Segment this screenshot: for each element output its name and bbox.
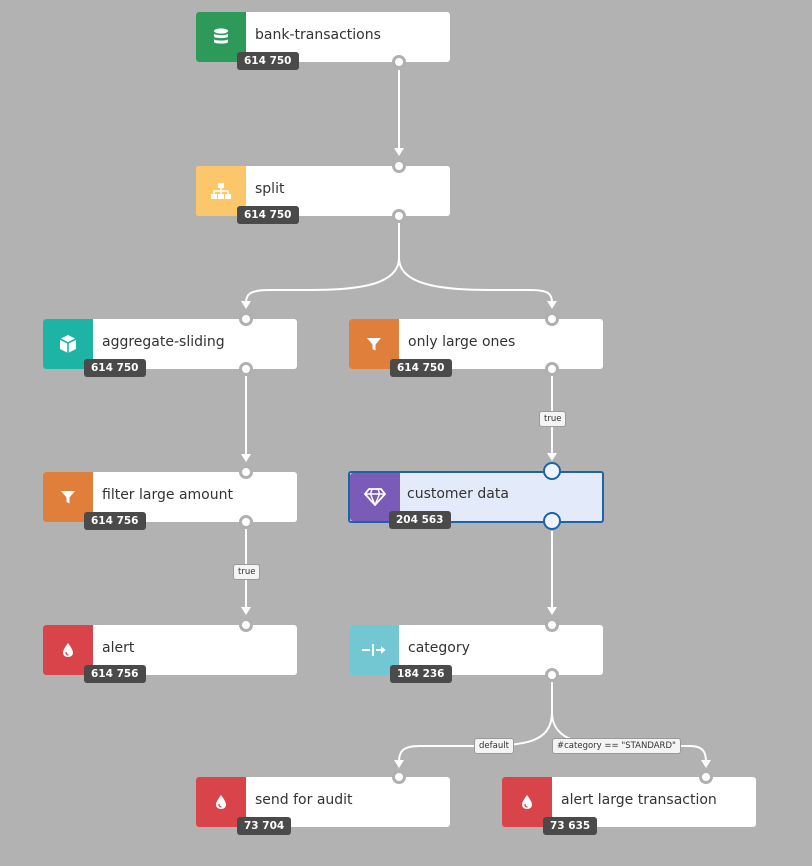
output-port[interactable] xyxy=(239,515,253,529)
filter-icon xyxy=(60,489,76,505)
node-count-badge: 73 704 xyxy=(237,817,292,835)
arrowhead xyxy=(547,453,557,461)
node-bank-transactions[interactable]: bank-transactions 614 750 xyxy=(196,12,450,70)
node-count-badge: 73 635 xyxy=(543,817,598,835)
database-icon xyxy=(212,27,230,47)
drop-icon xyxy=(521,794,533,810)
arrowhead xyxy=(241,454,251,462)
node-label: alert large transaction xyxy=(561,792,717,808)
node-aggregate-sliding[interactable]: aggregate-sliding 614 750 xyxy=(43,312,297,377)
output-port[interactable] xyxy=(545,668,559,682)
node-customer-data[interactable]: customer data 204 563 xyxy=(348,462,604,530)
input-port[interactable] xyxy=(545,618,559,632)
node-count-badge: 614 750 xyxy=(237,206,299,224)
arrowhead xyxy=(394,760,404,768)
edge-label-true[interactable]: true xyxy=(539,411,567,427)
node-label: aggregate-sliding xyxy=(102,334,225,350)
edge-label-default[interactable]: default xyxy=(474,738,514,754)
input-port[interactable] xyxy=(699,770,713,784)
arrowhead xyxy=(701,760,711,768)
output-port[interactable] xyxy=(543,512,561,530)
switch-arrow-icon xyxy=(361,643,387,657)
node-label: filter large amount xyxy=(102,487,233,503)
node-label: only large ones xyxy=(408,334,516,350)
node-count-badge: 614 750 xyxy=(390,359,452,377)
input-port[interactable] xyxy=(239,465,253,479)
input-port[interactable] xyxy=(392,159,406,173)
drop-icon xyxy=(62,642,74,658)
node-send-for-audit[interactable]: send for audit 73 704 xyxy=(196,770,450,835)
edge-split-to-only-large xyxy=(398,257,553,304)
node-alert[interactable]: alert 614 756 xyxy=(43,618,297,683)
edge-category-to-alert-large xyxy=(551,711,707,763)
output-port[interactable] xyxy=(392,55,406,69)
node-label: send for audit xyxy=(255,792,353,808)
arrowhead xyxy=(241,607,251,615)
node-label: split xyxy=(255,181,285,197)
arrowhead xyxy=(241,301,251,309)
output-port[interactable] xyxy=(239,362,253,376)
cube-icon xyxy=(59,334,77,354)
input-port[interactable] xyxy=(545,312,559,326)
drop-icon xyxy=(215,794,227,810)
output-port[interactable] xyxy=(545,362,559,376)
node-count-badge: 614 750 xyxy=(84,359,146,377)
node-count-badge: 614 756 xyxy=(84,512,146,530)
arrowhead xyxy=(394,148,404,156)
filter-icon xyxy=(366,336,382,352)
node-icon-tile xyxy=(349,625,399,675)
sitemap-icon xyxy=(210,182,232,200)
node-alert-large-transaction[interactable]: alert large transaction 73 635 xyxy=(502,770,756,835)
edge-label-true[interactable]: true xyxy=(233,564,261,580)
output-port[interactable] xyxy=(392,209,406,223)
node-count-badge: 614 756 xyxy=(84,665,146,683)
input-port[interactable] xyxy=(239,618,253,632)
node-split[interactable]: split 614 750 xyxy=(196,159,450,224)
node-label: category xyxy=(408,640,470,656)
input-port[interactable] xyxy=(543,462,561,480)
arrowhead xyxy=(547,301,557,309)
input-port[interactable] xyxy=(239,312,253,326)
input-port[interactable] xyxy=(392,770,406,784)
node-count-badge: 184 236 xyxy=(390,665,452,683)
node-label: alert xyxy=(102,640,135,656)
diamond-icon xyxy=(364,488,386,506)
node-count-badge: 204 563 xyxy=(389,511,451,529)
node-label: bank-transactions xyxy=(255,27,381,43)
edge-label-category-standard[interactable]: #category == "STANDARD" xyxy=(552,738,681,754)
node-filter-large-amount[interactable]: filter large amount 614 756 xyxy=(43,465,297,530)
arrowhead xyxy=(547,607,557,615)
node-category[interactable]: category 184 236 xyxy=(349,618,603,683)
node-count-badge: 614 750 xyxy=(237,52,299,70)
edge-split-to-aggregate xyxy=(245,223,400,304)
node-only-large-ones[interactable]: only large ones 614 750 xyxy=(349,312,603,377)
node-label: customer data xyxy=(407,486,509,502)
